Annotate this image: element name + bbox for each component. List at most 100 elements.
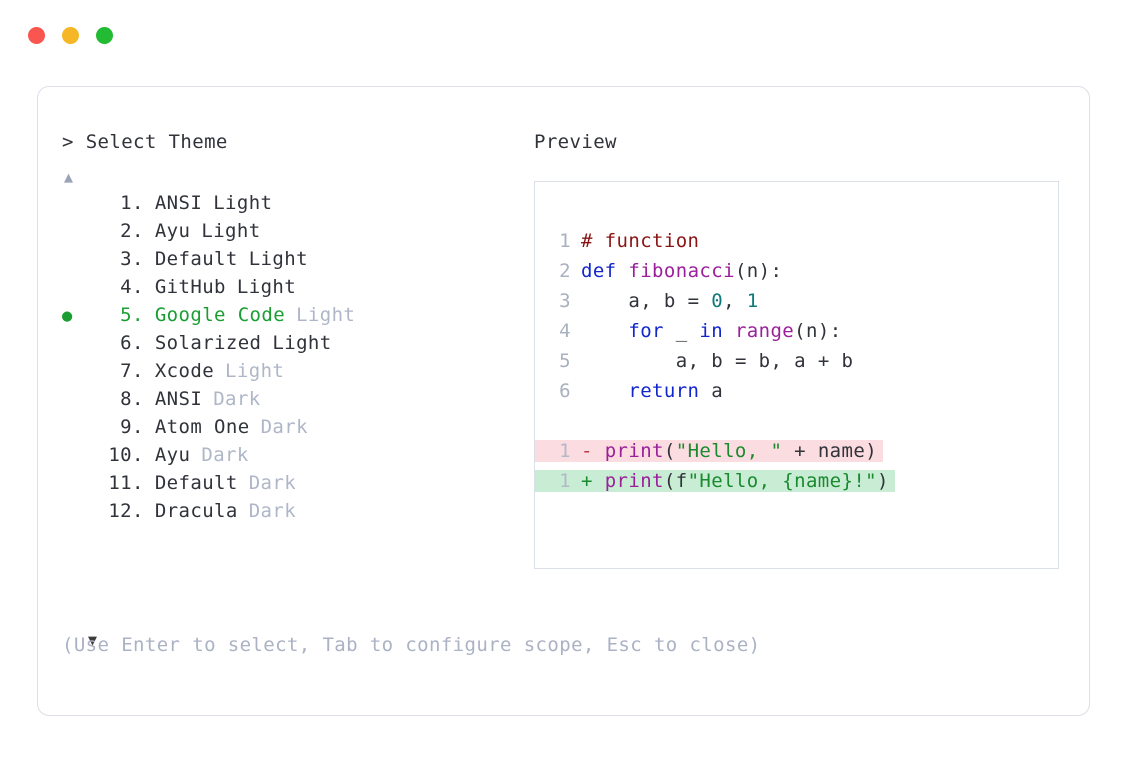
theme-item-name: Xcode (154, 360, 215, 382)
scroll-down-icon[interactable]: ▼ (88, 631, 98, 649)
code-token: b (711, 350, 724, 372)
code-token (652, 290, 664, 312)
code-token: "Hello, {name}!" (687, 470, 878, 492)
code-token (782, 350, 794, 372)
theme-item-variant: Dark (248, 472, 297, 494)
theme-item-name: Default (154, 472, 238, 494)
code-token: ( (794, 320, 806, 342)
diff-sign: + (581, 470, 593, 492)
code-line-text: a, b = 0, 1 (571, 290, 759, 312)
code-token: _ (675, 320, 688, 342)
theme-item-name: Atom One (154, 416, 250, 438)
close-window-button[interactable] (28, 27, 45, 44)
diff-line-number: 1 (535, 440, 571, 462)
theme-item-index: 11 (108, 472, 132, 494)
code-token (735, 290, 747, 312)
theme-item-index: 9 (120, 416, 132, 438)
code-line-text: def fibonacci(n): (571, 260, 782, 282)
code-token: = (734, 350, 747, 372)
code-token (664, 320, 676, 342)
select-theme-label: Select Theme (85, 131, 228, 153)
theme-item-name: Google Code (154, 304, 286, 326)
code-line-text: for _ in range(n): (571, 320, 842, 342)
theme-item-variant: Light (236, 276, 297, 298)
scroll-up-icon[interactable]: ▲ (64, 168, 74, 186)
prompt-title-text (74, 131, 86, 153)
code-token: b (663, 290, 676, 312)
theme-item-index-dot: . (132, 500, 144, 522)
theme-item-variant: Light (201, 220, 261, 242)
code-token: b (841, 350, 854, 372)
code-token: : (770, 260, 783, 282)
code-token (699, 350, 711, 372)
theme-item-index: 10 (108, 444, 132, 466)
diff-line-content: - print("Hello, " + name) (571, 440, 884, 462)
code-line: 4 for _ in range(n): (535, 320, 1058, 350)
code-token: fibonacci (628, 260, 735, 282)
diff-sign: - (581, 440, 593, 462)
code-token: a (711, 380, 724, 402)
theme-item-name: GitHub (154, 276, 226, 298)
code-token: b (758, 350, 771, 372)
code-token: name (817, 440, 866, 462)
prompt-caret-icon: > (62, 131, 74, 153)
theme-item-variant: Dark (260, 416, 308, 438)
code-line-number: 2 (559, 260, 571, 282)
code-token: ( (663, 470, 676, 492)
minimize-window-button[interactable] (62, 27, 79, 44)
code-token (723, 350, 735, 372)
window-controls (28, 27, 113, 44)
code-token (581, 350, 676, 372)
code-token: ( (734, 260, 747, 282)
code-token (806, 350, 818, 372)
theme-item-index-dot: . (132, 304, 144, 326)
theme-item-index: 8 (120, 388, 132, 410)
code-line-number: 5 (559, 350, 571, 372)
theme-item-index-dot: . (132, 248, 144, 270)
code-line-number: 1 (559, 230, 571, 252)
code-token: n (806, 320, 818, 342)
theme-item-variant: Light (248, 248, 308, 270)
code-line: 3 a, b = 0, 1 (535, 290, 1058, 320)
code-token: ) (877, 470, 889, 492)
theme-item-index-dot: . (132, 444, 144, 466)
code-token (782, 440, 794, 462)
code-token: a (628, 290, 641, 312)
diff-line-removed: 1- print("Hello, " + name) (535, 440, 1058, 470)
code-token: return (628, 380, 700, 402)
theme-item-name: Ayu (154, 444, 191, 466)
code-token (581, 320, 628, 342)
code-token: ) (865, 440, 878, 462)
theme-item-name: Ayu (154, 220, 191, 242)
code-token: 0 (711, 290, 724, 312)
theme-item-index-dot: . (132, 388, 144, 410)
diff-sign-space (593, 440, 605, 462)
code-spacer (535, 410, 1058, 440)
theme-item-index: 1 (120, 192, 132, 214)
keyboard-hint: (Use Enter to select, Tab to configure s… (62, 634, 761, 656)
maximize-window-button[interactable] (96, 27, 113, 44)
code-token: ( (663, 440, 676, 462)
code-token: = (687, 290, 700, 312)
diff-line-content: + print(f"Hello, {name}!") (571, 470, 895, 492)
theme-item-index-dot: . (132, 220, 144, 242)
theme-item-variant: Light (296, 304, 356, 326)
code-token: + (817, 350, 830, 372)
code-token (830, 350, 842, 372)
